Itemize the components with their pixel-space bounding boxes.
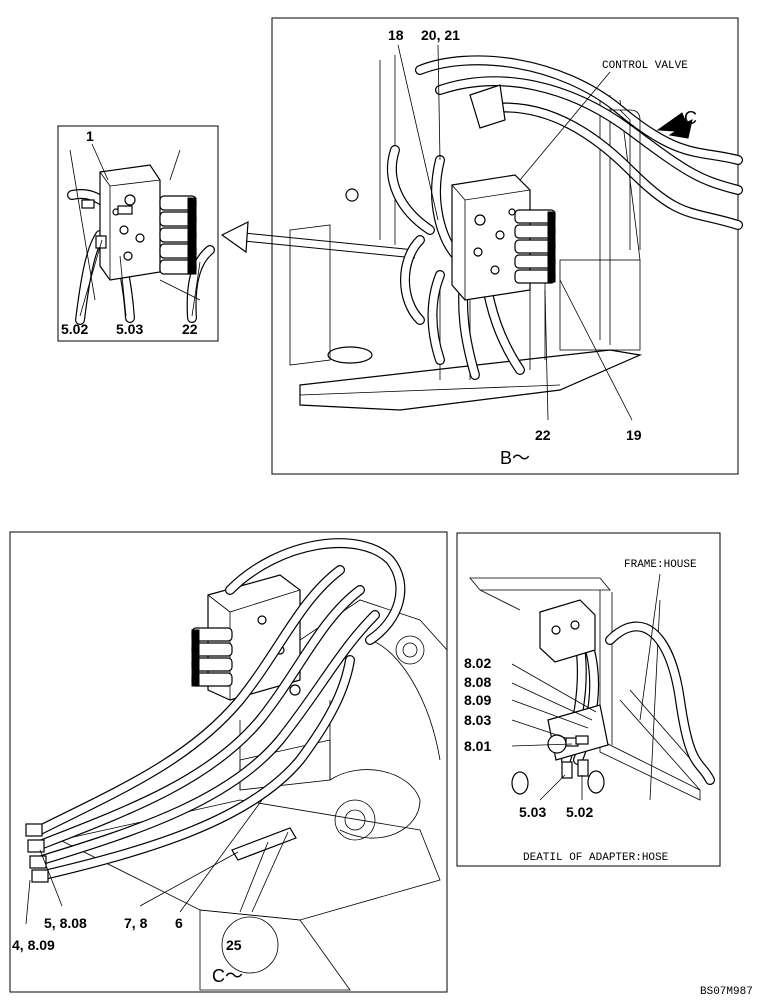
callout-8-02: 8.02 [464, 655, 491, 671]
callout-4-8-09: 4, 8.09 [12, 937, 55, 953]
inset-solenoid-stack [159, 195, 197, 275]
callout-b-22: 22 [535, 427, 551, 443]
callout-7-8: 7, 8 [124, 915, 148, 931]
callout-8-01: 8.01 [464, 738, 491, 754]
detail-frame [456, 532, 721, 867]
callout-detail-5-03: 5.03 [519, 804, 546, 820]
view-c-solenoid-stack [191, 627, 233, 687]
view-c-arrow [656, 112, 693, 139]
view-b-frame [271, 17, 739, 475]
control-valve-label: CONTROL VALVE [602, 60, 688, 72]
callout-8-08: 8.08 [464, 674, 491, 690]
callout-20-21: 20, 21 [421, 27, 460, 43]
callout-8-03: 8.03 [464, 712, 491, 728]
callout-6: 6 [175, 915, 183, 931]
view-b-label: B～ [500, 448, 530, 468]
panel-view-c: 5, 8.08 4, 8.09 7, 8 6 25 C～ [9, 531, 448, 993]
detail-valve [539, 599, 596, 663]
view-c-label: C～ [212, 966, 243, 986]
callout-inset-1: 1 [86, 128, 94, 144]
callout-5-8-08: 5, 8.08 [44, 915, 87, 931]
panel-detail: 8.02 8.08 8.09 8.03 8.01 5.03 5.02 FRAME… [456, 532, 721, 867]
frame-house-label: FRAME:HOUSE [624, 559, 697, 571]
view-c-hoses [35, 538, 406, 880]
inset-valve-block [99, 164, 161, 281]
detail-caption: DEATIL OF ADAPTER:HOSE [523, 852, 669, 864]
callout-19: 19 [626, 427, 642, 443]
panel-inset: 1 5.02 5.03 22 [57, 125, 219, 342]
inset-frame [57, 125, 219, 342]
callout-25: 25 [226, 937, 242, 953]
arrow-c-label: C [684, 108, 697, 128]
pointer-arrow [220, 220, 416, 259]
callout-8-09: 8.09 [464, 692, 491, 708]
view-b-solenoid-stack [514, 209, 556, 284]
callout-inset-5-03: 5.03 [116, 321, 143, 337]
callout-18: 18 [388, 27, 404, 43]
drawing-id: BS07M987 [700, 986, 753, 998]
view-c-frame [9, 531, 448, 993]
callout-detail-5-02: 5.02 [566, 804, 593, 820]
control-valve-block [451, 174, 531, 301]
panel-view-b: C 18 20, 21 22 19 CONTROL VALVE B～ [271, 17, 743, 475]
callout-inset-5-02: 5.02 [61, 321, 88, 337]
callout-inset-22: 22 [182, 321, 198, 337]
